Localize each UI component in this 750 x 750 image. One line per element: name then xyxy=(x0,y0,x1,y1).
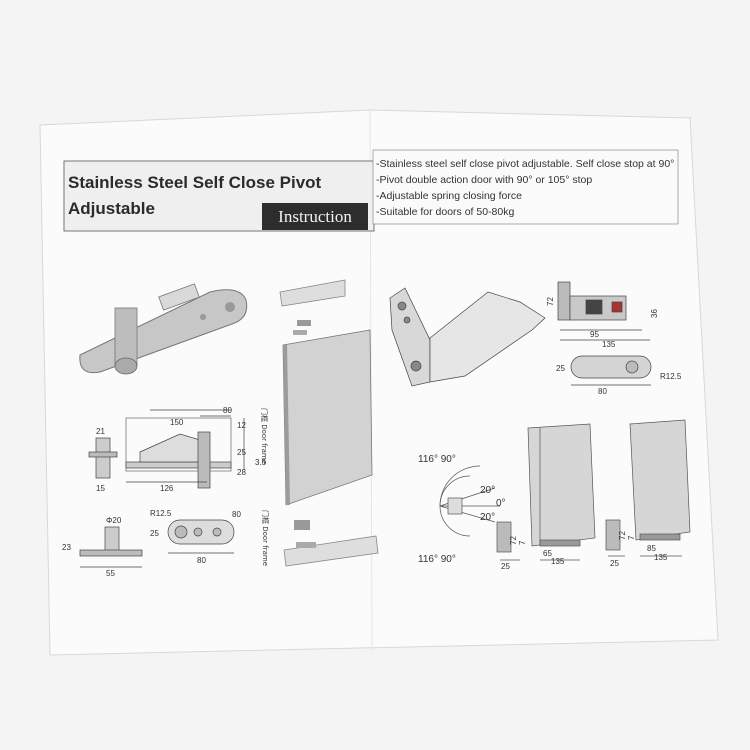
angle-diagram xyxy=(439,465,500,537)
dim-25-plate: 25 xyxy=(150,529,159,538)
dim-7-left: 7 xyxy=(518,540,527,545)
dim-36: 36 xyxy=(650,309,659,318)
dim-21: 21 xyxy=(96,427,105,436)
dim-28: 28 xyxy=(237,468,246,477)
side-view-drawing xyxy=(88,409,245,489)
feature-item: -Suitable for doors of 50-80kg xyxy=(376,206,515,218)
angle-label-bottom: 116° 90° xyxy=(418,554,456,565)
door-panel-illustration xyxy=(279,279,379,567)
dim-25-side: 25 xyxy=(237,448,246,457)
door-install-right xyxy=(605,419,691,557)
dim-7-right: 7 xyxy=(627,535,636,540)
dim-80-plate-top: 80 xyxy=(232,510,241,519)
dim-135: 135 xyxy=(602,340,616,349)
feature-item: -Pivot double action door with 90° or 10… xyxy=(376,174,593,186)
dim-3-5: 3.5 xyxy=(255,458,267,467)
dim-23: 23 xyxy=(62,543,71,552)
door-frame-label-bottom: 门框 Door frame xyxy=(261,510,270,566)
title-line-1: Stainless Steel Self Close Pivot xyxy=(68,173,322,192)
foot-drawing xyxy=(79,526,143,568)
dim-80-plate: 80 xyxy=(197,556,206,565)
dim-80-bar: 80 xyxy=(598,387,607,396)
angle-label-top: 116° 90° xyxy=(418,454,456,465)
dim-95: 95 xyxy=(590,330,599,339)
dim-phi20: Φ20 xyxy=(106,516,122,525)
dim-15: 15 xyxy=(96,484,105,493)
dim-25-right: 25 xyxy=(610,559,619,568)
dim-72-left: 72 xyxy=(509,536,518,545)
bar-drawing xyxy=(570,355,652,386)
dim-r12-5-plate: R12.5 xyxy=(150,509,172,518)
feature-item: -Adjustable spring closing force xyxy=(376,190,522,202)
dim-65-left: 65 xyxy=(543,549,552,558)
dim-135-right: 135 xyxy=(654,553,668,562)
dim-135-left: 135 xyxy=(551,557,565,566)
door-frame-label-top: 门框 Door frame xyxy=(260,408,269,464)
feature-list: -Stainless steel self close pivot adjust… xyxy=(376,156,676,220)
dim-80-top: 80 xyxy=(223,406,232,415)
door-install-left xyxy=(496,423,596,561)
section-drawing xyxy=(557,281,650,341)
dim-25-bar: 25 xyxy=(556,364,565,373)
dim-85-right: 85 xyxy=(647,544,656,553)
dim-72-block: 72 xyxy=(546,297,555,306)
title-line-2: Adjustable xyxy=(68,199,155,218)
plate-top-view xyxy=(167,519,235,554)
dim-72-right: 72 xyxy=(618,531,627,540)
pivot-hinge-illustration xyxy=(79,283,248,375)
block-drawing xyxy=(389,287,546,387)
angle-20-top: 20° xyxy=(480,485,495,496)
feature-item: -Stainless steel self close pivot adjust… xyxy=(376,158,675,170)
dim-12: 12 xyxy=(237,421,246,430)
instruction-badge: Instruction xyxy=(262,203,368,230)
title-block: Stainless Steel Self Close Pivot Adjusta… xyxy=(68,170,368,222)
angle-20-bottom: 20° xyxy=(480,512,495,523)
dim-150: 150 xyxy=(170,418,184,427)
dim-126: 126 xyxy=(160,484,174,493)
angle-0: 0° xyxy=(496,498,506,509)
dim-25-left: 25 xyxy=(501,562,510,571)
dim-r12-5-bar: R12.5 xyxy=(660,372,682,381)
dim-55: 55 xyxy=(106,569,115,578)
